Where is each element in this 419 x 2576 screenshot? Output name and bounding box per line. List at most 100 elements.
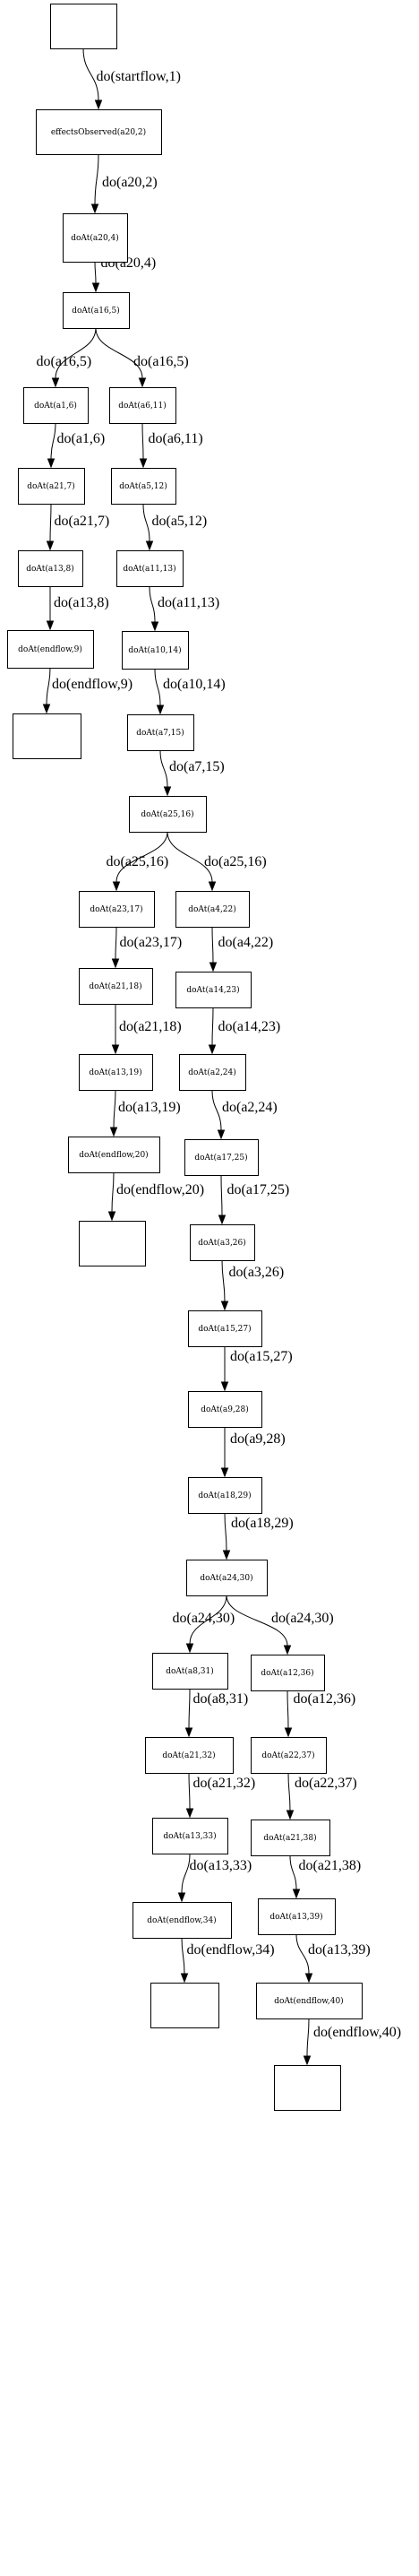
arrowhead-icon (284, 1727, 293, 1738)
node-label: doAt(a13,19) (89, 1068, 141, 1077)
edge-n14-n15: do(a25,16) (107, 831, 169, 892)
node-n31: doAt(a21,32) (145, 1737, 234, 1774)
terminal-node (50, 4, 117, 49)
edge-label: do(a24,30) (271, 1611, 334, 1626)
edge-n28-n30: do(a24,30) (226, 1595, 334, 1655)
edge-line (94, 261, 97, 284)
node-n9: doAt(a11,13) (116, 550, 184, 587)
node-n16: doAt(a4,22) (175, 891, 250, 928)
node-box (79, 968, 153, 1005)
node-box (79, 891, 155, 928)
node-box (188, 1310, 262, 1347)
node-label: doAt(a17,25) (194, 1153, 247, 1163)
edge-label: do(a22,37) (295, 1776, 357, 1791)
arrowhead-icon (304, 1973, 313, 1984)
node-label: doAt(a21,18) (89, 981, 141, 991)
terminal-node (274, 2065, 341, 2111)
edge-line (289, 1854, 297, 1890)
node-box (79, 1054, 153, 1091)
arrowhead-icon (46, 620, 55, 631)
node-n35: doAt(endflow,34) (133, 1902, 232, 1939)
edge-line (181, 1937, 185, 1975)
arrowhead-icon (47, 458, 56, 469)
node-n38: doAt(endflow,40) (256, 1983, 363, 2019)
edge-line (211, 926, 214, 964)
node-n2: doAt(a20,4) (63, 213, 128, 263)
edge-line (46, 667, 51, 705)
edge-line (211, 1007, 214, 1046)
node-box (111, 468, 176, 505)
edge-line (220, 1174, 223, 1216)
node-box (152, 1653, 228, 1690)
node-box (50, 4, 117, 49)
edge-line (82, 48, 99, 101)
edge-line (295, 1933, 310, 1975)
edge-n16-n18: do(a4,22) (209, 926, 273, 972)
node-box (179, 1054, 246, 1091)
arrowhead-icon (94, 99, 103, 110)
node-box (23, 387, 89, 424)
arrowhead-icon (107, 1211, 116, 1222)
node-box (190, 1224, 255, 1261)
edge-label: do(a18,29) (231, 1516, 294, 1531)
node-n28: doAt(a24,30) (186, 1560, 268, 1596)
edge-line (159, 749, 168, 788)
node-label: doAt(a18,29) (198, 1491, 251, 1500)
edge-label: do(a21,18) (119, 1019, 182, 1034)
arrowhead-icon (156, 705, 165, 715)
node-box (36, 109, 162, 155)
edge-n34-n36: do(a21,38) (289, 1854, 361, 1899)
node-box (127, 714, 194, 751)
node-label: doAt(a2,24) (188, 1068, 236, 1077)
edge-n10-n12: do(endflow,9) (42, 667, 133, 714)
arrowhead-icon (209, 962, 218, 972)
edge-n28-n29: do(a24,30) (173, 1595, 235, 1654)
node-label: doAt(a16,5) (72, 306, 120, 316)
node-label: doAt(a21,38) (263, 1833, 316, 1843)
edge-n20-n22: do(a2,24) (211, 1089, 278, 1140)
edge-line (115, 831, 168, 883)
edge-n29-n31: do(a8,31) (184, 1688, 248, 1738)
node-label: doAt(a6,11) (118, 401, 167, 411)
edge-label: do(endflow,20) (116, 1182, 204, 1197)
node-n8: doAt(a13,8) (18, 550, 83, 587)
node-box (116, 550, 184, 587)
edge-label: do(a12,36) (294, 1691, 356, 1707)
arrowhead-icon (292, 1889, 301, 1899)
edge-label: do(endflow,9) (52, 677, 133, 692)
node-label: doAt(a22,37) (261, 1750, 314, 1760)
edge-label: do(a25,16) (107, 854, 169, 869)
edge-n24-n25: do(a3,26) (220, 1259, 284, 1311)
edge-n13-n14: do(a7,15) (159, 749, 225, 797)
edge-label: do(a23,17) (120, 935, 183, 950)
node-label: doAt(a12,36) (261, 1668, 313, 1678)
edge-n32-n34: do(a22,37) (286, 1772, 357, 1820)
edge-n9-n11: do(a11,13) (149, 585, 219, 632)
node-box (251, 1737, 327, 1774)
edge-label: do(a7,15) (169, 759, 225, 774)
node-n30: doAt(a12,36) (251, 1655, 325, 1691)
edge-label: do(a2,24) (222, 1100, 278, 1115)
arrowhead-icon (184, 1727, 193, 1738)
node-label: doAt(endflow,40) (274, 1996, 343, 2006)
arrowhead-icon (51, 377, 60, 388)
node-label: doAt(a15,27) (198, 1324, 251, 1334)
node-n7: doAt(a5,12) (111, 468, 176, 505)
node-n13: doAt(a7,15) (127, 714, 194, 751)
edge-label: do(a13,39) (308, 1942, 371, 1958)
node-box (188, 1477, 262, 1514)
edge-n1-n2: do(a20,2) (90, 153, 158, 214)
node-label: doAt(a14,23) (186, 985, 239, 995)
edge-n0-n1: do(startflow,1) (82, 48, 181, 110)
arrowhead-icon (112, 881, 121, 892)
node-label: doAt(a11,13) (123, 564, 175, 574)
edge-line (188, 1772, 191, 1810)
arrowhead-icon (208, 881, 217, 892)
arrowhead-icon (303, 2055, 312, 2066)
node-label: doAt(a9,28) (201, 1405, 249, 1414)
edge-n36-n38: do(a13,39) (295, 1933, 371, 1984)
arrowhead-icon (90, 203, 99, 214)
node-label: doAt(a25,16) (141, 809, 193, 819)
arrowhead-icon (91, 282, 100, 293)
node-n25: doAt(a15,27) (188, 1310, 262, 1347)
